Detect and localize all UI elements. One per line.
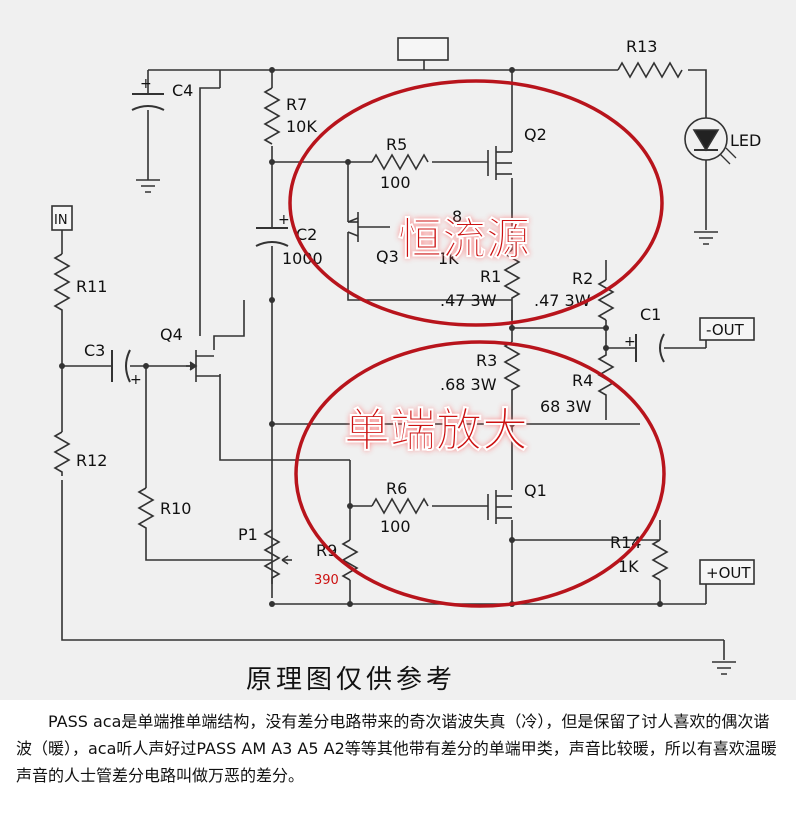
wires (61, 60, 736, 675)
r4-body (597, 345, 615, 400)
label-c3: C3 (84, 341, 105, 360)
r1-body (503, 249, 521, 320)
label-r4: R4 (572, 371, 593, 390)
label-q3: Q3 (376, 247, 399, 266)
label-out-pos: +OUT (706, 564, 751, 582)
r5-body (371, 153, 429, 171)
junctions (59, 67, 663, 607)
label-c3-plus: + (130, 372, 142, 388)
label-c1-plus: + (624, 334, 636, 350)
highlight-ellipses (288, 79, 666, 608)
label-out-neg: -OUT (706, 321, 745, 339)
label-r7-value: 10K (286, 117, 317, 136)
r9-body (341, 539, 359, 581)
label-r3: R3 (476, 351, 497, 370)
annotation-glow-se: 单端放大 (344, 403, 528, 457)
out-neg-terminal (699, 317, 755, 341)
terminal-boxes (51, 37, 755, 585)
label-c2-plus: + (278, 212, 290, 228)
annotation-glow-ccs: 恒流源 (398, 214, 530, 265)
label-r10: R10 (160, 499, 191, 518)
label-r5: R5 (386, 135, 407, 154)
supply-terminal (397, 37, 449, 61)
r2-body (597, 279, 615, 321)
transistors (186, 146, 513, 524)
annotation-single-ended-amp: 单端放大 (344, 403, 528, 457)
label-r11: R11 (76, 277, 107, 296)
description-text: PASS aca是单端推单端结构，没有差分电路带来的奇次谐波失真（冷），但是保留… (16, 712, 777, 785)
r13-body (617, 61, 683, 79)
label-r7: R7 (286, 95, 307, 114)
label-c4: C4 (172, 81, 193, 100)
schematic-caption: 原理图仅供参考 (246, 665, 456, 695)
label-q1: Q1 (524, 481, 547, 500)
label-r12: R12 (76, 451, 107, 470)
label-r1-value: .47 3W (440, 291, 497, 310)
label-q4: Q4 (160, 325, 183, 344)
label-r2-value: .47 3W (534, 291, 591, 310)
label-r9: R9 (316, 541, 337, 560)
label-r14-value: 1K (618, 557, 639, 576)
schematic-area: C4 + R7 10K R13 LED Q2 R5 100 C2 + 1000 … (0, 0, 796, 700)
label-r1: R1 (480, 267, 501, 286)
label-c1: C1 (640, 305, 661, 324)
label-r8: 8 (452, 207, 462, 226)
label-c2: C2 (296, 225, 317, 244)
label-r6: R6 (386, 479, 407, 498)
label-led: LED (730, 131, 761, 150)
ellipse-single-ended (294, 340, 666, 608)
capacitors (111, 93, 665, 383)
label-p1: P1 (238, 525, 258, 544)
label-r3-value: .68 3W (440, 375, 497, 394)
r14-body (651, 539, 669, 581)
label-r9-value: 390 (314, 573, 339, 588)
led-symbol (684, 117, 737, 165)
label-in: IN (54, 213, 68, 228)
r7-body (263, 87, 281, 145)
out-pos-terminal (699, 559, 755, 585)
label-r2: R2 (572, 269, 593, 288)
r12-body (53, 431, 71, 476)
label-r13: R13 (626, 37, 657, 56)
annotation-constant-current: 恒流源 (398, 214, 530, 265)
in-terminal (51, 205, 73, 231)
ellipse-constant-current (288, 79, 664, 327)
label-q2: Q2 (524, 125, 547, 144)
r10-body (137, 487, 155, 536)
label-r6-value: 100 (380, 517, 411, 536)
label-c4-plus: + (140, 76, 152, 92)
r6-body (371, 497, 429, 515)
circuit-schematic: C4 + R7 10K R13 LED Q2 R5 100 C2 + 1000 … (51, 37, 761, 695)
label-r8-value: 1K (438, 249, 459, 268)
r3-body (503, 341, 521, 400)
r11-body (53, 253, 71, 320)
label-r5-value: 100 (380, 173, 411, 192)
p1-body (263, 529, 281, 584)
description-block: PASS aca是单端推单端结构，没有差分电路带来的奇次谐波失真（冷），但是保留… (10, 700, 786, 810)
label-r4-value: 68 3W (540, 397, 592, 416)
